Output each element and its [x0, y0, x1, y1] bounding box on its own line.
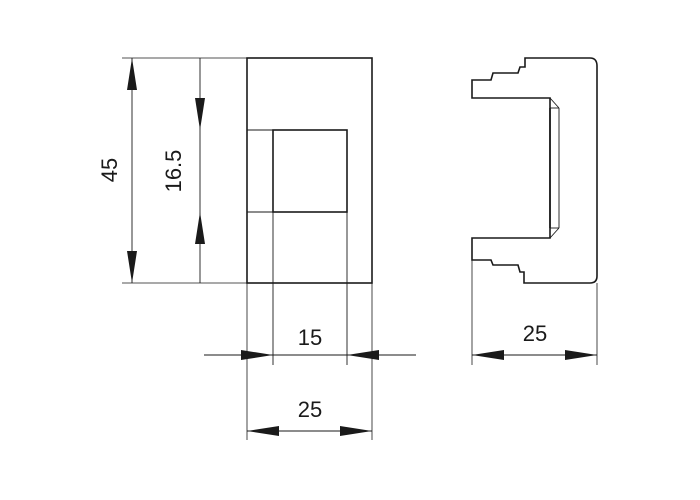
dimension-side-depth: 25 [472, 321, 597, 360]
dimension-label-overall-height: 45 [97, 158, 122, 182]
dimension-label-opening-width: 15 [298, 325, 322, 350]
dimension-overall-height: 45 [97, 57, 247, 284]
dimension-opening-width: 15 [204, 283, 416, 365]
side-view-outline [471, 57, 598, 284]
dimension-opening-height: 16.5 [161, 58, 205, 283]
dimension-front-width: 25 [246, 283, 373, 440]
front-view-outline [246, 57, 373, 284]
front-view-opening [272, 129, 348, 213]
dimension-label-front-width: 25 [298, 397, 322, 422]
dimension-label-opening-height: 16.5 [161, 150, 186, 193]
dimension-label-side-depth: 25 [523, 321, 547, 346]
front-view [246, 57, 373, 284]
side-view [471, 57, 598, 365]
